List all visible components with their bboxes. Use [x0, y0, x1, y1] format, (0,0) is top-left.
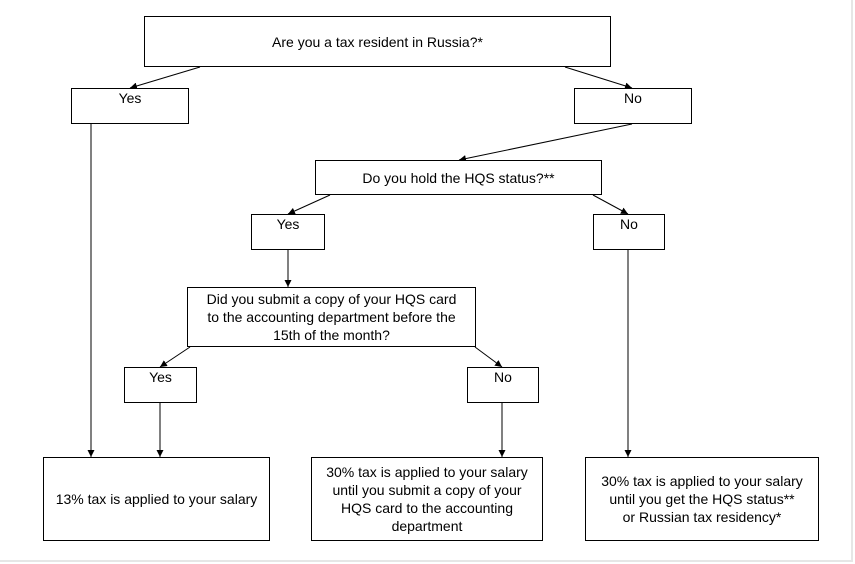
question-hqs-card-line-2: to the accounting department before the — [207, 309, 456, 325]
answer-no-tax-resident-box: No — [574, 88, 692, 124]
answer-no-hqs-status-box: No — [593, 214, 665, 250]
answer-yes-hqs-status-box: Yes — [251, 214, 325, 250]
result-30-status-line-2: until you get the HQS status** — [609, 491, 795, 507]
arrow-q1-to-no — [564, 66, 633, 90]
question-tax-resident-box: Are you a tax resident in Russia?* — [144, 16, 611, 67]
result-13-percent-text: 13% tax is applied to your salary — [55, 491, 258, 507]
question-hqs-card-submitted-box: Did you submit a copy of your HQS card t… — [187, 287, 476, 347]
answer-yes-hqs-card-box: Yes — [124, 367, 197, 403]
result-30-card-line-3: HQS card to the accounting — [341, 500, 513, 516]
arrow-q3-to-yes — [159, 346, 191, 368]
question-hqs-status-box: Do you hold the HQS status?** — [315, 160, 602, 195]
arrow-q1-to-yes — [129, 66, 201, 90]
result-30-card-line-4: department — [391, 518, 463, 534]
result-30-card-line-1: 30% tax is applied to your salary — [326, 464, 528, 480]
answer-yes-tax-resident-box: Yes — [71, 88, 189, 124]
answer-yes-hqs-card-text: Yes — [149, 369, 172, 385]
question-hqs-card-line-1: Did you submit a copy of your HQS card — [206, 291, 457, 307]
result-30-percent-status-box: 30% tax is applied to your salary until … — [585, 457, 819, 541]
question-hqs-status-text: Do you hold the HQS status?** — [362, 169, 555, 186]
question-tax-resident-text: Are you a tax resident in Russia?* — [272, 33, 483, 50]
answer-no-hqs-status-text: No — [620, 216, 638, 232]
arrow-q3-to-no — [474, 346, 503, 368]
answer-no-hqs-card-text: No — [494, 369, 512, 385]
question-hqs-card-line-3: 15th of the month? — [273, 327, 390, 343]
answer-no-hqs-card-box: No — [467, 367, 539, 403]
result-30-percent-card-box: 30% tax is applied to your salary until … — [311, 457, 543, 541]
result-30-status-line-3: or Russian tax residency* — [622, 509, 782, 525]
answer-yes-tax-resident-text: Yes — [118, 90, 142, 106]
result-30-status-line-1: 30% tax is applied to your salary — [601, 473, 803, 489]
arrow-no-to-q2 — [458, 123, 633, 163]
answer-no-tax-resident-text: No — [624, 90, 642, 106]
result-13-percent-box: 13% tax is applied to your salary — [43, 457, 270, 541]
arrow-q2-to-no — [592, 194, 629, 215]
answer-yes-hqs-status-text: Yes — [276, 216, 300, 232]
result-30-card-line-2: until you submit a copy of your — [332, 482, 522, 498]
arrow-q2-to-yes — [287, 194, 331, 215]
